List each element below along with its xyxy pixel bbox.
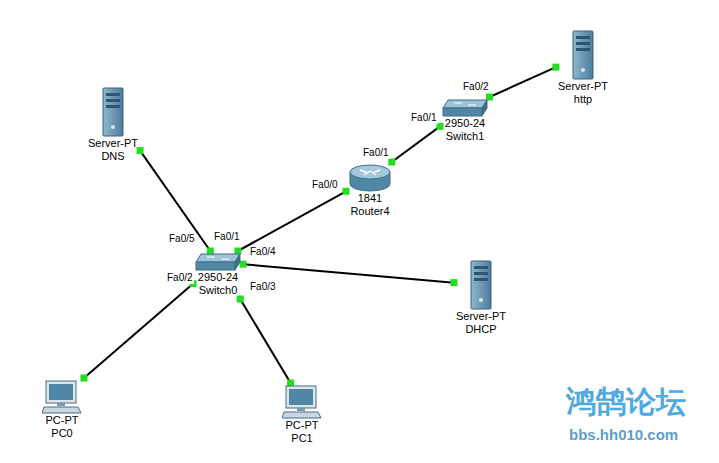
network-link bbox=[238, 191, 346, 251]
network-link bbox=[392, 126, 440, 162]
dns-server: Server-PTDNS bbox=[86, 85, 140, 165]
network-link bbox=[240, 299, 290, 383]
device-model: 2950-24 bbox=[445, 117, 485, 130]
link-light bbox=[207, 248, 214, 255]
link-light bbox=[552, 64, 559, 71]
link-light bbox=[450, 279, 457, 286]
device-model: PC-PT bbox=[46, 414, 79, 427]
port-label: Fa0/0 bbox=[311, 179, 339, 191]
router: 1841Router4 bbox=[346, 162, 394, 220]
switch-icon bbox=[195, 253, 241, 271]
device-name: Switch1 bbox=[446, 130, 485, 143]
device-name: PC1 bbox=[291, 432, 312, 445]
dhcp-server: Server-PTDHCP bbox=[454, 258, 508, 338]
device-name: Switch0 bbox=[199, 284, 238, 297]
switch: 2950-24Switch0 bbox=[193, 251, 243, 299]
server-icon bbox=[572, 30, 594, 80]
server-icon bbox=[470, 260, 492, 310]
device-model: 1841 bbox=[358, 192, 382, 205]
port-label: Fa0/1 bbox=[410, 112, 438, 124]
device-model: Server-PT bbox=[88, 137, 138, 150]
port-label: Fa0/1 bbox=[362, 147, 390, 159]
network-link bbox=[84, 284, 193, 378]
device-name: http bbox=[574, 93, 592, 106]
device-model: Server-PT bbox=[558, 80, 608, 93]
router-icon bbox=[348, 164, 392, 192]
port-label: Fa0/2 bbox=[462, 81, 490, 93]
link-light bbox=[343, 188, 350, 195]
link-light bbox=[388, 159, 395, 166]
watermark: bbs.hh010.com bbox=[568, 426, 679, 444]
watermark: 鸿鹄论坛 bbox=[565, 384, 687, 420]
port-label: Fa0/1 bbox=[213, 231, 241, 243]
link-light bbox=[287, 380, 294, 387]
http-server: Server-PThttp bbox=[556, 28, 610, 108]
server-icon bbox=[102, 87, 124, 137]
port-label: Fa0/3 bbox=[249, 281, 277, 293]
network-link bbox=[243, 264, 454, 282]
device-model: Server-PT bbox=[456, 310, 506, 323]
switch: 2950-24Switch1 bbox=[440, 97, 490, 145]
network-link bbox=[489, 67, 555, 97]
port-label: Fa0/4 bbox=[249, 246, 277, 258]
device-model: 2950-24 bbox=[198, 271, 238, 284]
link-light bbox=[80, 375, 87, 382]
port-label: Fa0/2 bbox=[166, 272, 194, 284]
port-label: Fa0/5 bbox=[168, 233, 196, 245]
device-name: DNS bbox=[101, 150, 124, 163]
pc: PC-PTPC0 bbox=[40, 378, 84, 442]
device-name: Router4 bbox=[350, 205, 389, 218]
device-name: DHCP bbox=[465, 323, 496, 336]
device-name: PC0 bbox=[51, 427, 72, 440]
pc-icon bbox=[282, 385, 322, 419]
pc: PC-PTPC1 bbox=[280, 383, 324, 447]
network-link bbox=[140, 151, 210, 251]
switch-icon bbox=[442, 99, 488, 117]
link-light bbox=[237, 296, 244, 303]
pc-icon bbox=[42, 380, 82, 414]
device-model: PC-PT bbox=[286, 419, 319, 432]
link-light bbox=[240, 261, 247, 268]
